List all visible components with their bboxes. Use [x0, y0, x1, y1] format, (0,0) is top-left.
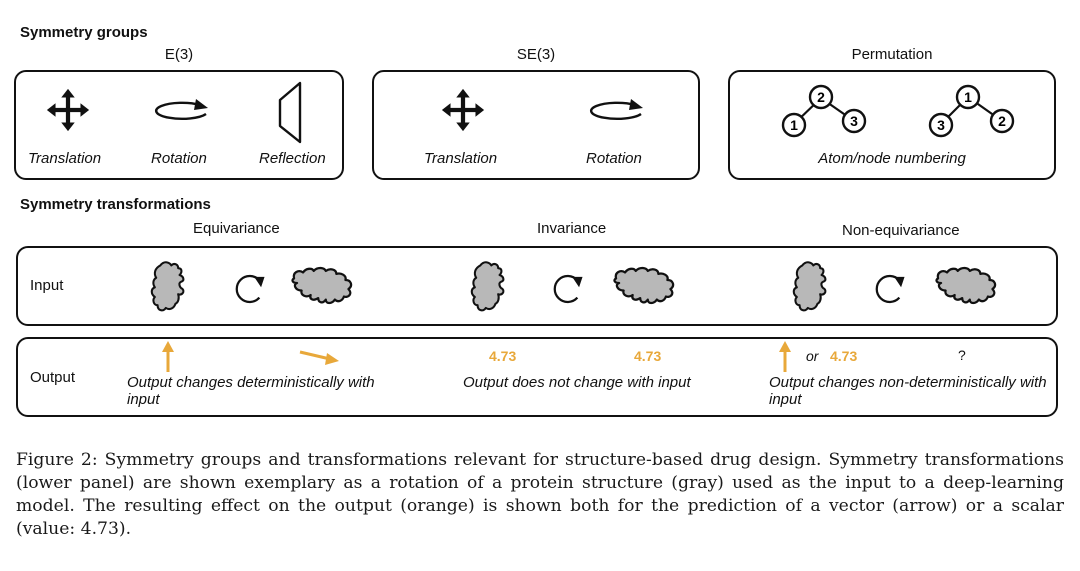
node-label: 2 [817, 89, 825, 105]
se3-title: SE(3) [516, 46, 556, 63]
node-label: 1 [790, 117, 798, 133]
scalar-output: 4.73 [489, 348, 517, 364]
rotate-clockwise-icon [870, 270, 908, 308]
node-label: 2 [998, 113, 1006, 129]
e3-panel [14, 70, 344, 180]
figure-caption: Figure 2: Symmetry groups and transforma… [16, 450, 1064, 539]
scalar-output: 4.73 [830, 348, 858, 364]
permutation-panel [728, 70, 1056, 180]
rotation-icon [585, 96, 649, 128]
column-equivariance: Equivariance [193, 220, 280, 237]
output-vector-arrow-rotated [299, 350, 339, 365]
translation-icon [44, 86, 92, 134]
column-non-equivariance: Non-equivariance [842, 222, 960, 239]
permutation-title: Permutation [851, 46, 933, 63]
rotated-protein-structure [610, 262, 678, 310]
or-text: or [806, 348, 819, 364]
rotated-protein-structure [288, 262, 356, 310]
translation-icon [439, 86, 487, 134]
rotation-icon [150, 96, 214, 128]
column-invariance: Invariance [537, 220, 607, 237]
e3-translation-label: Translation [28, 150, 102, 167]
protein-structure [468, 254, 516, 318]
permutation-caption: Atom/node numbering [818, 150, 966, 167]
symmetry-groups-title: Symmetry groups [20, 24, 148, 41]
se3-rotation-label: Rotation [586, 150, 642, 167]
output-panel [16, 337, 1058, 417]
e3-title: E(3) [164, 46, 194, 63]
protein-structure [148, 254, 196, 318]
output-vector-arrow [779, 341, 791, 372]
protein-structure [790, 254, 838, 318]
se3-translation-label: Translation [424, 150, 498, 167]
invariance-output-text: Output does not change with input [463, 374, 691, 391]
non-equivariance-output-text: Output changes non-deterministically wit… [769, 374, 1047, 408]
unknown-output: ? [958, 347, 966, 363]
reflection-icon [278, 81, 302, 144]
node-label: 3 [850, 113, 858, 129]
output-vector-arrow [162, 341, 174, 372]
input-panel [16, 246, 1058, 326]
output-row-label: Output [30, 369, 76, 386]
node-label: 3 [937, 117, 945, 133]
symmetry-transformations-title: Symmetry transformations [20, 196, 211, 213]
e3-rotation-label: Rotation [151, 150, 207, 167]
node-label: 1 [964, 89, 972, 105]
permutation-graph-1: 1 2 3 [781, 84, 867, 138]
rotate-clockwise-icon [548, 270, 586, 308]
e3-reflection-label: Reflection [259, 150, 326, 167]
rotate-clockwise-icon [230, 270, 268, 308]
input-row-label: Input [30, 277, 64, 294]
se3-panel [372, 70, 700, 180]
permutation-graph-2: 3 1 2 [928, 84, 1015, 138]
scalar-output-rotated: 4.73 [634, 348, 662, 364]
equivariance-output-text: Output changes deterministically with in… [127, 374, 375, 408]
rotated-protein-structure [932, 262, 1000, 310]
